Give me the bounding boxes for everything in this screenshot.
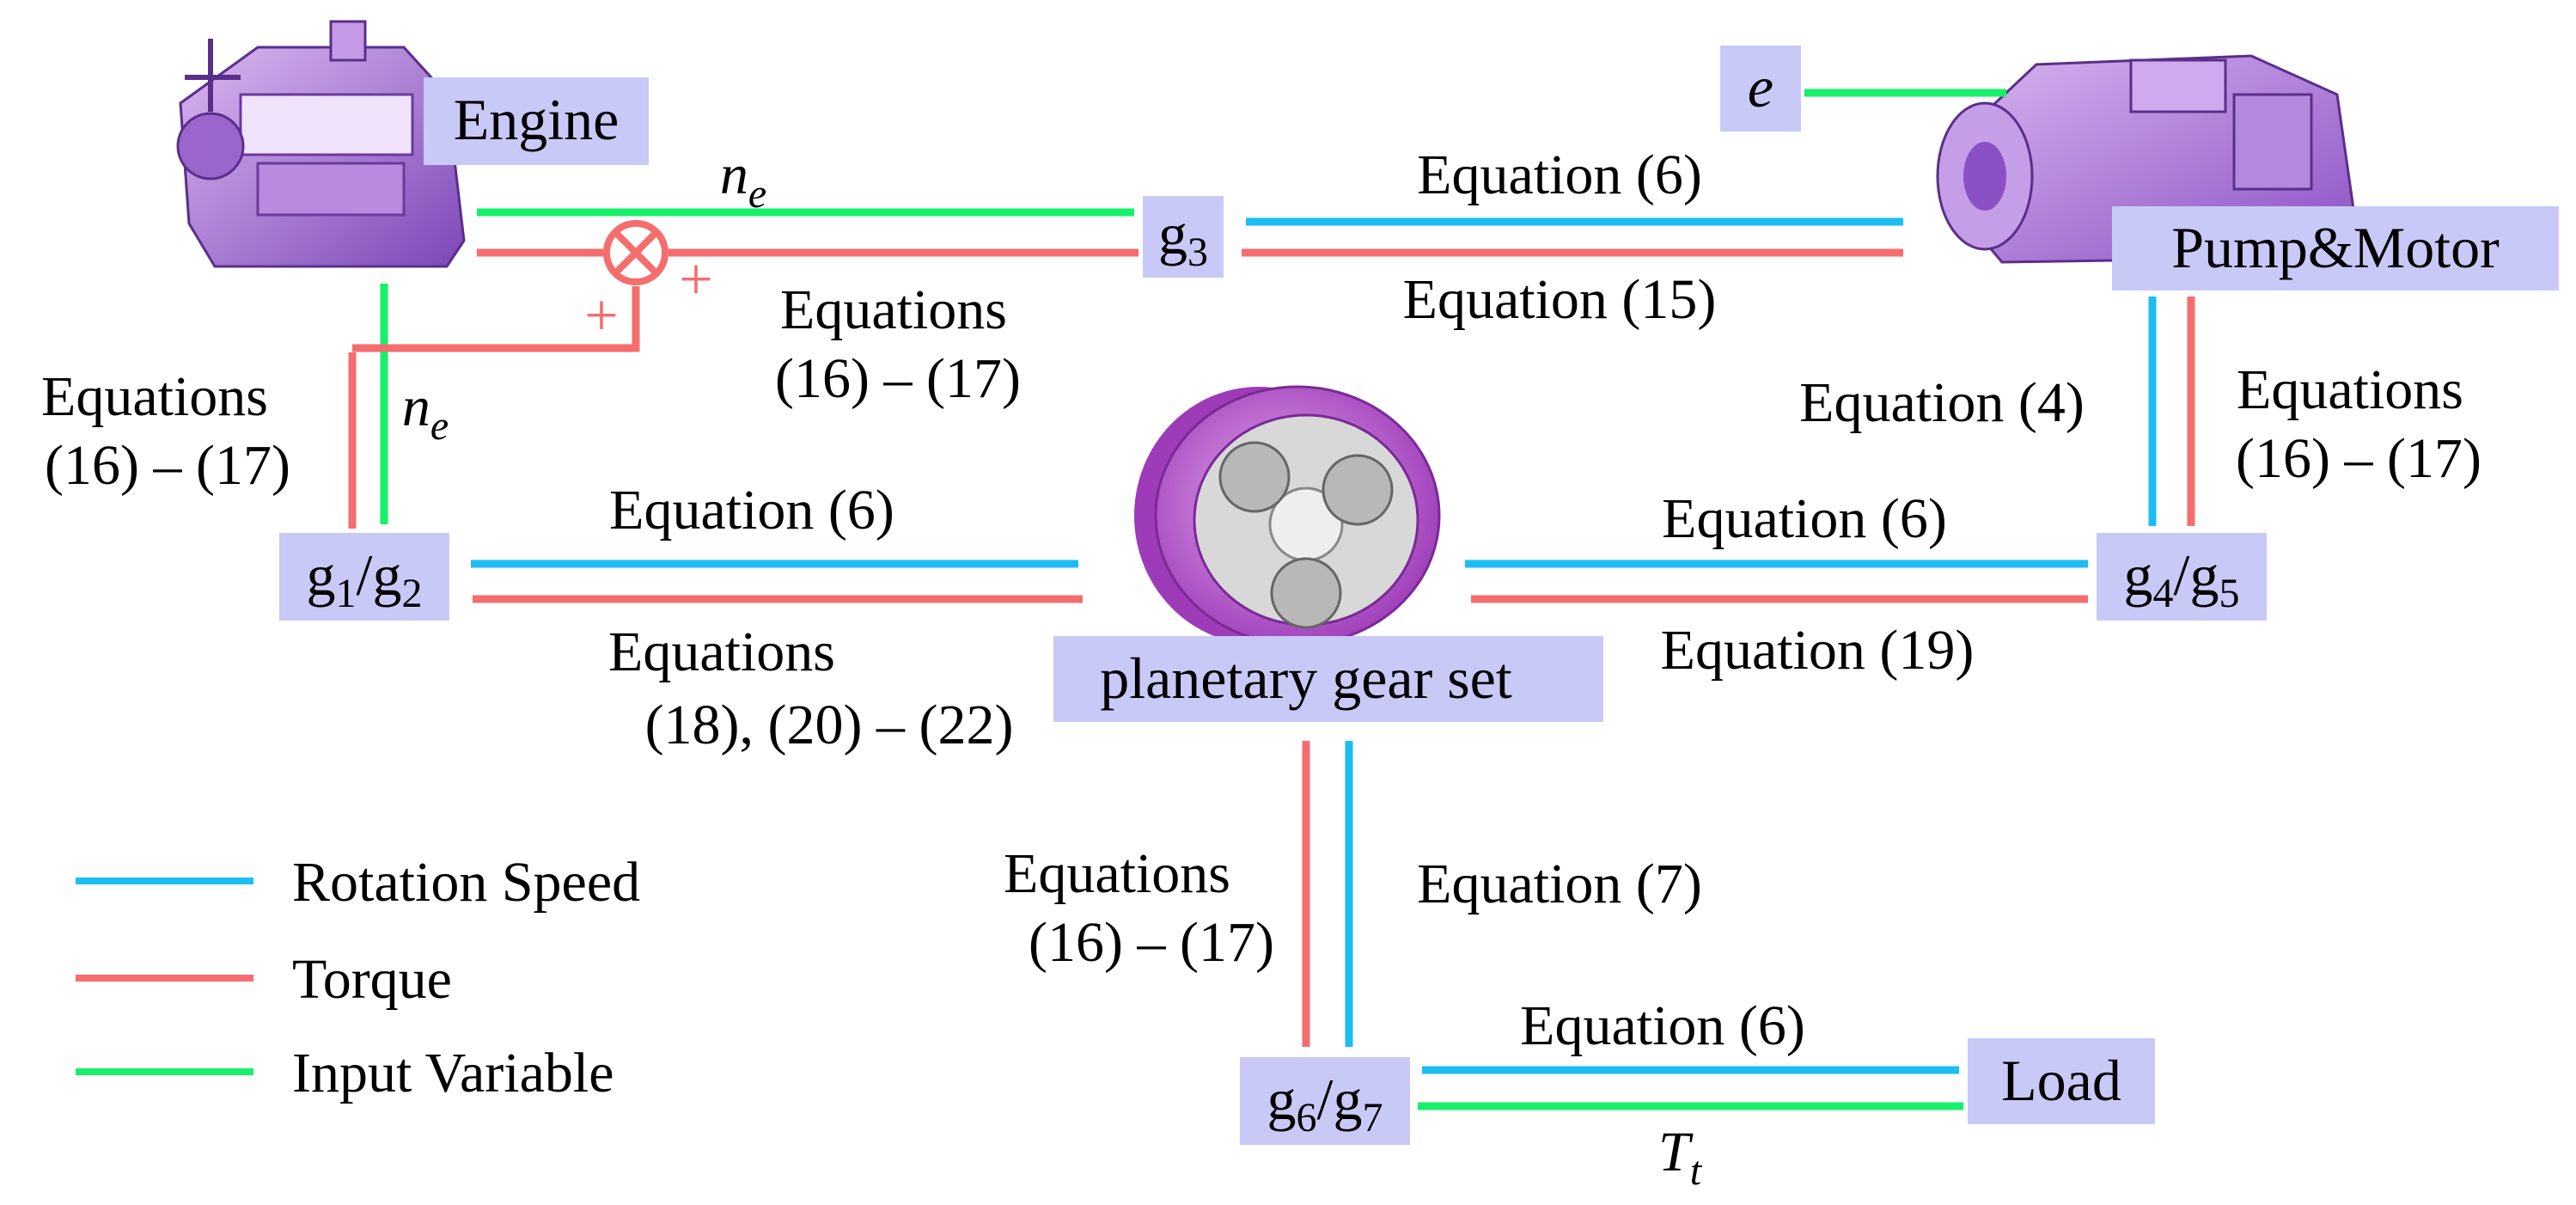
- node-planetary-label: planetary gear set: [1100, 645, 1512, 711]
- label-g6g7-load-speed: Equation (6): [1520, 994, 1805, 1057]
- label-g4g5-pump-torque-1: Equations: [2237, 358, 2463, 421]
- node-engine-label: Engine: [454, 87, 620, 152]
- legend: Rotation Speed Torque Input Variable: [76, 851, 640, 1104]
- engine-illustration: [176, 20, 466, 268]
- label-tt-bottom: Tt: [1658, 1121, 1703, 1194]
- node-g1g2-label: g1/g2: [307, 542, 423, 616]
- node-pump-motor-label: Pump&Motor: [2171, 215, 2500, 280]
- node-e-label: e: [1748, 54, 1773, 119]
- label-planet-g1g2-torque-1: Equations: [608, 621, 835, 683]
- node-g6g7-label: g6/g7: [1267, 1067, 1383, 1141]
- node-pump-motor: Pump&Motor: [2112, 206, 2559, 291]
- label-pump-g4g5-speed: Equation (4): [1799, 371, 2085, 434]
- label-g4g5-pump-torque-2: (16) – (17): [2236, 427, 2481, 490]
- arrow-sum-from-below: [352, 286, 640, 352]
- legend-label-rotation-speed: Rotation Speed: [292, 851, 640, 914]
- legend-label-input-variable: Input Variable: [292, 1042, 614, 1104]
- sum-plus-right: +: [679, 247, 712, 313]
- summing-junction: + +: [584, 220, 713, 349]
- node-g4g5-label: g4/g5: [2124, 542, 2240, 616]
- label-planet-g4g5-torque: Equation (19): [1661, 619, 1975, 682]
- edge-labels: ne ne Tt Equation (6) Equation (15) Equa…: [41, 144, 2481, 1194]
- label-g6g7-planet-torque-1: Equations: [1004, 842, 1230, 905]
- node-g6g7: g6/g7: [1240, 1057, 1410, 1145]
- legend-item-torque: Torque: [76, 948, 452, 1011]
- label-planet-g6g7-speed: Equation (7): [1417, 853, 1702, 915]
- label-planet-g1g2-torque-2: (18), (20) – (22): [645, 694, 1014, 756]
- legend-label-torque: Torque: [292, 948, 452, 1011]
- node-g4g5: g4/g5: [2097, 533, 2267, 621]
- label-ne-top: ne: [720, 144, 766, 217]
- label-g1g2-engine-torque-1: Equations: [41, 365, 268, 428]
- label-g3-engine-torque-2: (16) – (17): [775, 347, 1021, 410]
- node-load: Load: [1968, 1038, 2155, 1124]
- label-ne-left: ne: [402, 376, 449, 449]
- node-load-label: Load: [2001, 1048, 2121, 1113]
- node-g1g2: g1/g2: [279, 533, 449, 621]
- label-g6g7-planet-torque-2: (16) – (17): [1029, 911, 1274, 974]
- node-g3-label: g3: [1158, 201, 1208, 275]
- label-g3-engine-torque-1: Equations: [780, 278, 1007, 341]
- node-engine: Engine: [424, 77, 649, 165]
- sum-plus-bottom: +: [584, 283, 618, 349]
- torque-arrows: [348, 248, 2195, 1047]
- label-g4g5-planet-speed: Equation (6): [1662, 487, 1947, 550]
- legend-item-input-variable: Input Variable: [76, 1042, 614, 1104]
- node-e-input: e: [1720, 46, 1801, 132]
- legend-item-rotation-speed: Rotation Speed: [76, 851, 640, 914]
- input-variable-arrows: [380, 89, 2007, 1110]
- node-g3: g3: [1143, 196, 1224, 278]
- label-g1g2-engine-torque-2: (16) – (17): [45, 434, 290, 497]
- node-planetary-gear-set: planetary gear set: [1053, 636, 1603, 722]
- planetary-gear-illustration: [1134, 385, 1441, 646]
- label-g1g2-planet-speed: Equation (6): [609, 479, 894, 541]
- label-g3-pump-speed: Equation (6): [1417, 144, 1702, 206]
- rotation-speed-arrows: [471, 217, 2157, 1074]
- label-pump-g3-torque: Equation (15): [1403, 268, 1717, 331]
